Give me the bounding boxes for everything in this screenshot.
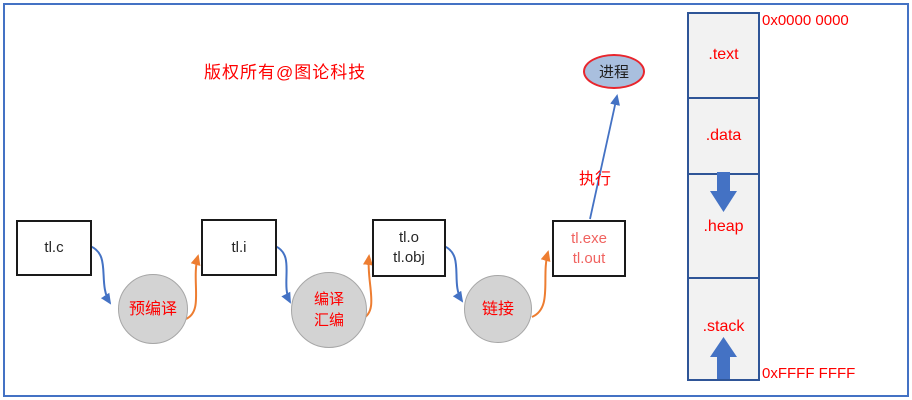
process-label: 进程 — [598, 64, 629, 81]
memory-label-heap: .heap — [703, 218, 744, 235]
compile-label-line1: 编译 — [313, 291, 344, 308]
executable-file-label-line2: tl.out — [572, 249, 606, 267]
compile-label-line2: 汇编 — [313, 312, 344, 329]
link-stage-circle: 链接 — [464, 275, 532, 343]
memory-label-text: .text — [708, 46, 739, 63]
precompile-label: 预编译 — [128, 300, 177, 318]
compile-assemble-stage-circle: 编译 汇编 — [291, 272, 367, 348]
arrow-tlexe-to-process-icon — [589, 94, 620, 220]
process-ellipse: 进程 — [583, 54, 645, 89]
precompile-stage-circle: 预编译 — [118, 274, 188, 344]
preprocessed-file-label: tl.i — [231, 238, 247, 256]
source-file-label: tl.c — [44, 239, 64, 256]
object-file-label-line1: tl.o — [398, 229, 419, 246]
arrow-link-to-tlexe-icon — [531, 250, 551, 318]
execute-edge-label: 执行 — [579, 171, 612, 188]
link-label: 链接 — [481, 300, 514, 318]
preprocessed-file-box: tl.i — [201, 219, 277, 276]
arrow-tlc-to-precompile-icon — [89, 245, 112, 305]
memory-label-data: .data — [705, 127, 742, 144]
memory-section-data — [687, 97, 760, 176]
arrow-tlo-to-link-icon — [443, 245, 464, 303]
object-file-label-line2: tl.obj — [393, 249, 425, 266]
arrow-tli-to-compile-icon — [274, 245, 291, 304]
memory-label-stack: .stack — [702, 318, 745, 335]
executable-file-label-line1: tl.exe — [571, 229, 607, 247]
object-file-box: tl.o tl.obj — [372, 219, 446, 277]
source-file-box: tl.c — [16, 220, 92, 276]
executable-file-box: tl.exe tl.out — [552, 220, 626, 277]
memory-address-bottom: 0xFFFF FFFF — [762, 365, 856, 382]
copyright-text: 版权所有@图论科技 — [204, 63, 367, 82]
memory-address-top: 0x0000 0000 — [762, 12, 849, 29]
